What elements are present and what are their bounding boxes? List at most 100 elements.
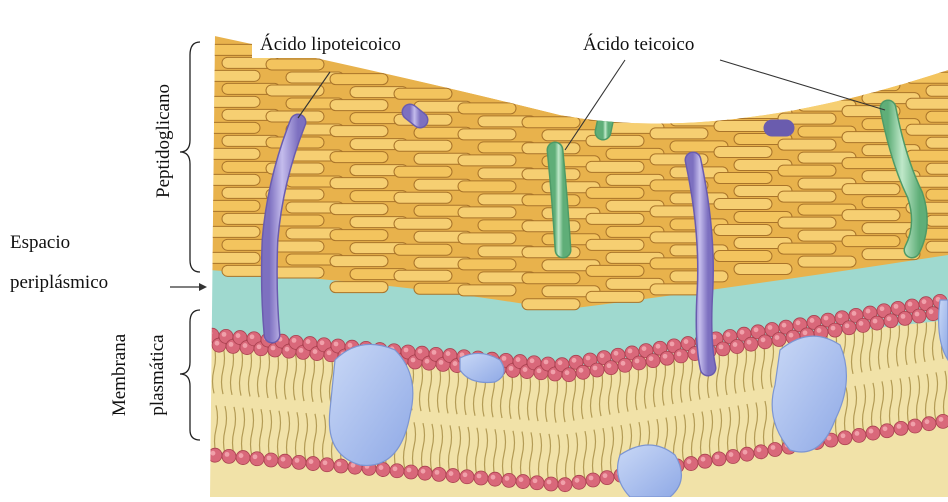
peptidoglycan-strand xyxy=(778,217,836,228)
peptidoglycan-strand xyxy=(202,200,260,211)
espacio-label: Espacio xyxy=(10,232,70,254)
peptidoglycan-strand xyxy=(714,121,772,132)
peptidoglycan-strand xyxy=(266,85,324,96)
lipid-head xyxy=(674,349,688,363)
peptidoglycan-strand xyxy=(394,166,452,177)
lipid-head xyxy=(838,431,852,445)
peptidoglycan-strand xyxy=(714,251,772,262)
peptidoglycan-strand xyxy=(522,117,580,128)
teichoic-acid-rod xyxy=(555,150,563,250)
lipid-head xyxy=(516,475,530,489)
lipid-head xyxy=(334,459,348,473)
lipid-head xyxy=(852,428,866,442)
peptidoglycan-strand xyxy=(842,236,900,247)
lipid-head xyxy=(460,470,474,484)
peptidoglycan-strand xyxy=(330,74,388,85)
peptidoglycan-strand xyxy=(394,192,452,203)
lipid-head xyxy=(870,316,884,330)
lipid-head xyxy=(898,311,912,325)
peptidoglycan-strand xyxy=(586,291,644,302)
peptidoglycan-strand xyxy=(458,155,516,166)
peptidoglycan-strand xyxy=(394,218,452,229)
lipid-head xyxy=(744,337,758,351)
peptidoglycan-strand xyxy=(586,239,644,250)
lipid-head xyxy=(604,361,618,375)
lipid-head xyxy=(544,477,558,491)
lipid-head xyxy=(432,467,446,481)
peptidoglycan-strand xyxy=(522,221,580,232)
lipid-head xyxy=(726,450,740,464)
lipid-head xyxy=(558,478,572,492)
peptidoglycan-strand xyxy=(926,215,948,226)
peptidoglycan-strand xyxy=(330,256,388,267)
lipid-head xyxy=(712,452,726,466)
lipid-head xyxy=(376,463,390,477)
lipid-head xyxy=(572,475,586,489)
lipid-head xyxy=(646,354,660,368)
peptidoglycan-strand xyxy=(330,100,388,111)
peptidoglycan-strand xyxy=(202,70,260,81)
lipid-head xyxy=(590,363,604,377)
lipid-head xyxy=(292,455,306,469)
peptidoglycan-strand xyxy=(906,98,948,109)
peptidoglycan-strand xyxy=(778,243,836,254)
peptidoglycan-strand xyxy=(798,256,856,267)
peptidoglycan-strand xyxy=(394,270,452,281)
peptidoglycan-strand xyxy=(778,165,836,176)
lipid-head xyxy=(716,342,730,356)
peptidoglycan-strand xyxy=(650,102,708,113)
plasmatica-label: plasmática xyxy=(147,325,169,425)
lipid-head xyxy=(250,452,264,466)
peptidoglycan-strand xyxy=(714,147,772,158)
acido-teicoico-label: Ácido teicoico xyxy=(575,32,702,58)
peptidoglycan-strand xyxy=(522,299,580,310)
lipid-head xyxy=(632,356,646,370)
lipid-head xyxy=(772,332,786,346)
peptidoglycan-strand xyxy=(202,252,260,263)
lipid-head xyxy=(562,368,576,382)
peptidoglycan-strand xyxy=(778,139,836,150)
peptidoglycan-strand xyxy=(202,226,260,237)
lipid-head xyxy=(278,454,292,468)
lipid-head xyxy=(912,309,926,323)
lipid-head xyxy=(828,323,842,337)
peptidoglycan-strand xyxy=(202,148,260,159)
peptidoglycan-strand xyxy=(586,109,644,120)
peptidoglycan-strand xyxy=(906,124,948,135)
peptidoglycan-strand xyxy=(202,96,260,107)
peptidoglycan-strand xyxy=(458,207,516,218)
lipid-head xyxy=(488,472,502,486)
peptidoglycan-strand xyxy=(202,174,260,185)
peptidoglycan-strand xyxy=(714,95,772,106)
peptidoglycan-strand xyxy=(458,103,516,114)
peptidoglycan-strand xyxy=(330,204,388,215)
peptidoglycan-strand xyxy=(394,140,452,151)
lipid-head xyxy=(530,476,544,490)
peptidoglycan-strand xyxy=(842,184,900,195)
lipid-head xyxy=(730,340,744,354)
peptidoglycan-strand xyxy=(926,241,948,252)
peptidoglycan-strand xyxy=(394,244,452,255)
membrana-brace xyxy=(180,310,200,440)
peptidoglycan-strand xyxy=(714,225,772,236)
acido-lipoteicoico-label: Ácido lipoteicoico xyxy=(252,32,409,58)
peptidoglycan-strand xyxy=(778,191,836,202)
peptidoglycan-strand xyxy=(330,282,388,293)
membrane-protein xyxy=(618,445,682,497)
espacio-arrowhead xyxy=(199,283,207,291)
peptidoglycan-strand xyxy=(330,152,388,163)
lipid-head xyxy=(576,365,590,379)
lipid-head xyxy=(222,449,236,463)
peptidoglicano-label: Peptidoglicano xyxy=(153,76,175,206)
lipid-head xyxy=(866,426,880,440)
lipid-head xyxy=(768,442,782,456)
peptidoglycan-strand xyxy=(394,88,452,99)
peptidoglycan-strand xyxy=(586,213,644,224)
lipid-head xyxy=(390,464,404,478)
lipid-head xyxy=(754,445,768,459)
peptidoglycan-strand xyxy=(926,137,948,148)
lipid-head xyxy=(842,321,856,335)
lipid-head xyxy=(908,419,922,433)
